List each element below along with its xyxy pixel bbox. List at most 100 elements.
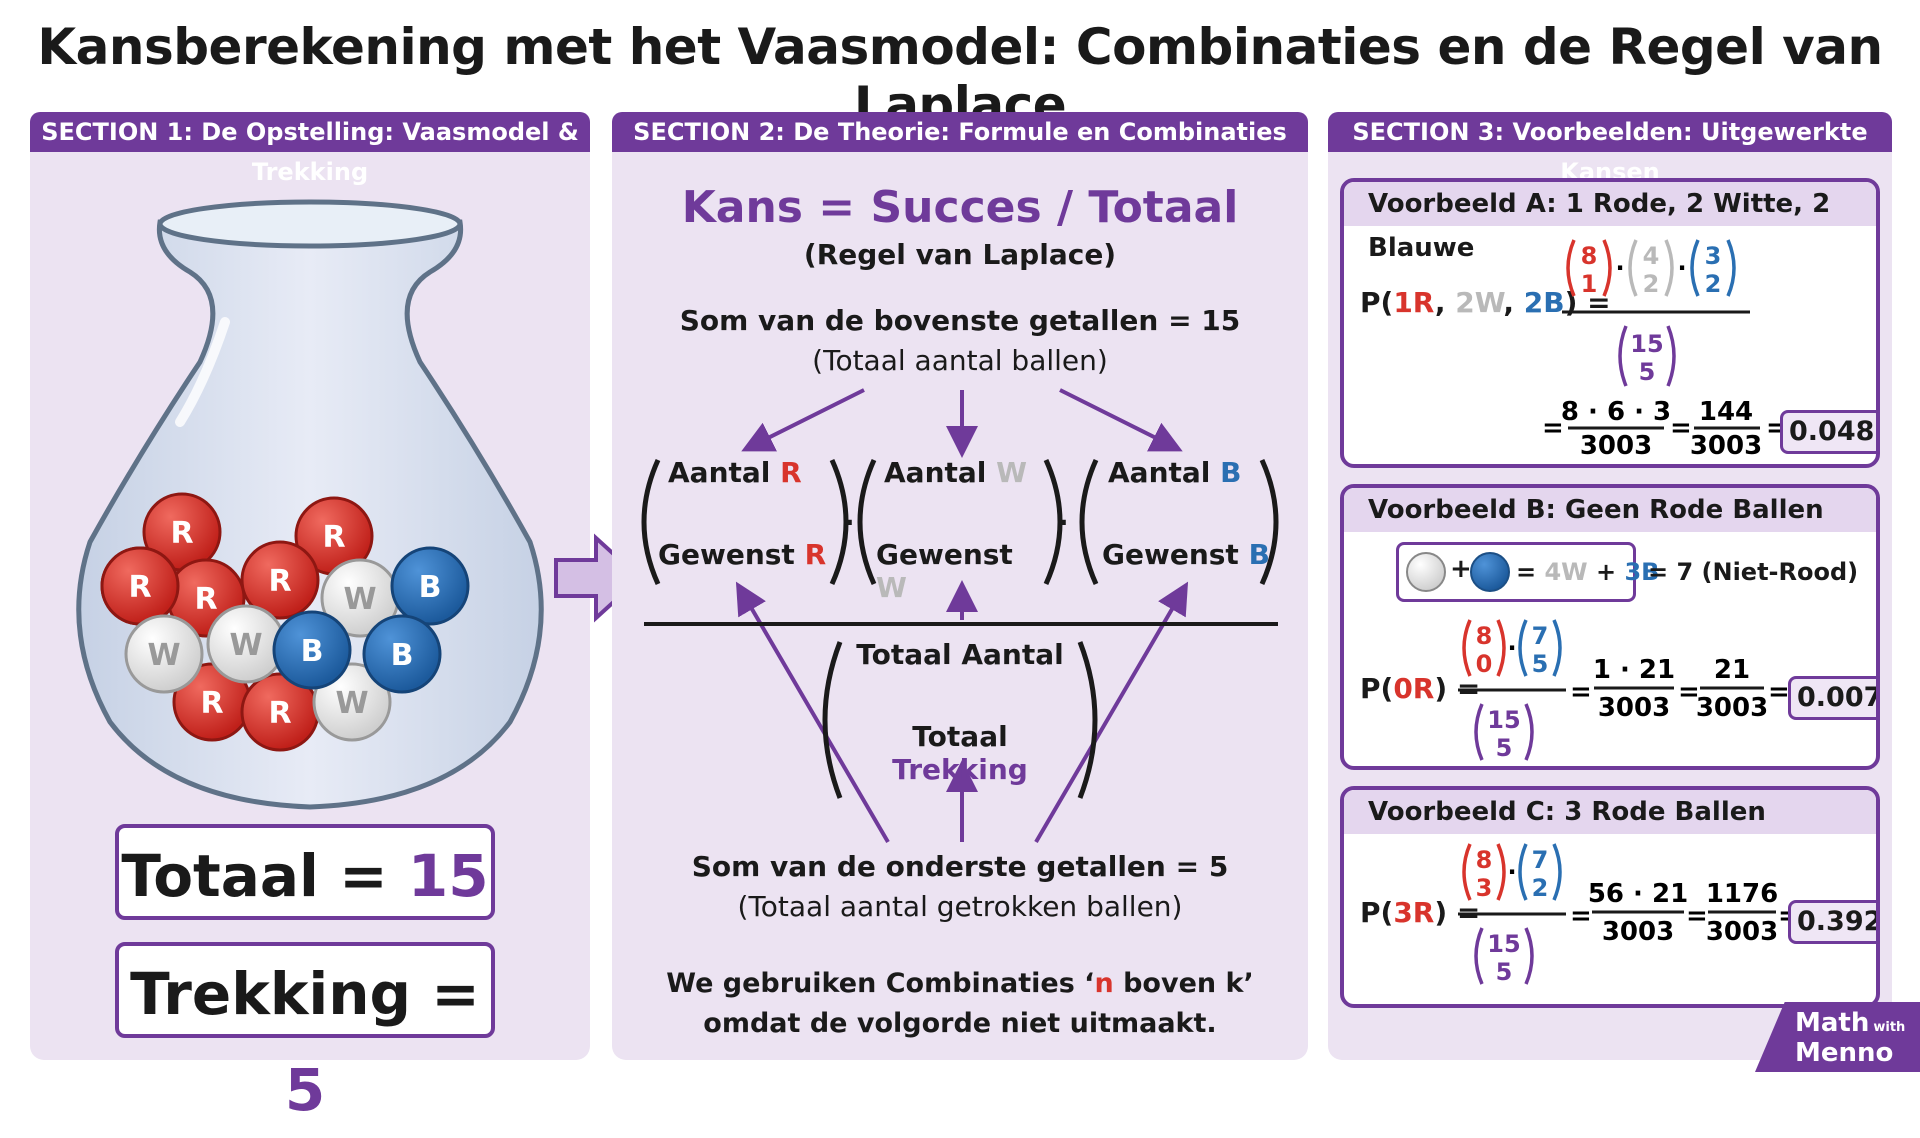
a-b1-top: 8 [1581,242,1598,270]
a-step1-num: 8 · 6 · 3 [1561,397,1671,427]
blue-ball: B [362,614,442,694]
letter-b: B [1220,456,1242,489]
a-dot1: · [1615,254,1624,282]
note-part-a: We gebruiken Combinaties ‘ [666,968,1095,999]
lhs-blue: 2B [1523,286,1565,319]
ball-letter: B [391,638,414,673]
eq-sign: = [1670,413,1692,443]
vase-rim [157,199,463,249]
b-step1-num: 1 · 21 [1593,655,1675,685]
example-b-fraction: 8 0 · 7 5 15 5 = 1 · 21 3003 = 21 3003 = [1458,619,1790,762]
c-b2-top: 7 [1532,846,1549,874]
ball-letter: B [419,570,442,605]
ball-letter: R [268,564,291,599]
gewenst-label: Gewenst [876,538,1013,571]
example-c-fraction: 8 3 · 7 2 15 5 = 56 · 21 3003 = 1176 300… [1458,843,1800,986]
example-a-title: Voorbeeld A: 1 Rode, 2 Witte, 2 Blauwe [1344,182,1876,263]
trekking-label: Trekking = [130,960,480,1028]
c-step2-den: 3003 [1706,917,1778,947]
ball-circle [390,546,470,626]
c-den-top: 15 [1487,930,1520,958]
combinaties-note-line2: omdat de volgorde niet uitmaakt. [703,1008,1217,1039]
ball-letter: R [322,520,345,555]
aantal-label: Aantal [668,456,771,489]
balls-group: RRRRRRRRWWWWBBB [100,492,470,752]
totaal-box: Totaal = 15 [115,824,495,920]
dot-2: · [1058,506,1069,539]
logo-with: with [1873,1020,1906,1035]
example-c-card: Voorbeeld C: 3 Rode Ballen P(3R) = 8 3 ·… [1340,786,1880,1008]
comma: , [1503,286,1524,319]
letter-w: W [996,456,1028,489]
binom-r-bottom: Gewenst R [658,538,828,571]
totaal-value: 15 [407,842,489,910]
theory-arrows [641,388,1279,844]
niet-rood-expression: = 4W + 3B [1516,558,1659,586]
vase-illustration: RRRRRRRRWWWWBBB [76,199,544,810]
niet-rood-total: = 7 (Niet-Rood) [1648,558,1859,586]
combinaties-note-line1: We gebruiken Combinaties ‘n boven k’ [612,968,1308,999]
top-sum-sub: (Totaal aantal ballen) [812,344,1108,377]
a-b2-top: 4 [1643,242,1660,270]
red-ball: R [100,546,180,626]
a-den-top: 15 [1630,330,1663,358]
top-sum-label: Som van de bovenste getallen = 15 [679,304,1241,337]
section1-panel: SECTION 1: De Opstelling: Vaasmodel & Tr… [30,112,590,1124]
ball-circle [240,540,320,620]
c-step1-den: 3003 [1602,917,1674,947]
c-den-bot: 5 [1496,958,1513,986]
section2-panel: SECTION 2: De Theorie: Formule en Combin… [612,112,1308,1060]
section3-panel: SECTION 3: Voorbeelden: Uitgewerkte Kans… [1328,112,1892,1060]
ball-letter: W [343,582,376,617]
example-b-result: 0.007 [1788,676,1876,720]
section3-header: SECTION 3: Voorbeelden: Uitgewerkte Kans… [1328,112,1892,186]
lhs-white: 2W [1455,286,1504,319]
b-b1-top: 8 [1476,622,1493,650]
ball-circle [272,610,352,690]
totaal-label: Totaal = [121,842,408,910]
lhs-red: 1R [1393,286,1435,319]
dot-1: · [844,506,855,539]
a-step2-num: 144 [1699,397,1753,427]
example-a-steps: = 8 · 6 · 3 3003 = 144 3003 = [1542,397,1788,460]
example-a-card: Voorbeeld A: 1 Rode, 2 Witte, 2 Blauwe P… [1340,178,1880,468]
gewenst-label: Gewenst [1102,538,1239,571]
binom-w-top: Aantal W [884,456,1044,489]
ball-letter: W [147,638,180,673]
blue-ball-icon [1470,552,1510,592]
b-den-bot: 5 [1496,734,1513,762]
example-b-lhs: P(0R) = [1360,672,1480,705]
letter-b: B [1248,538,1270,571]
bottom-sum-sub: (Totaal aantal getrokken ballen) [737,890,1183,923]
c-step2-num: 1176 [1706,879,1778,909]
ball-circle [362,614,442,694]
b-step2-den: 3003 [1696,693,1768,723]
totaal-word: Totaal [912,720,1008,753]
eq-sign: = [1570,677,1592,707]
a-den-bot: 5 [1639,358,1656,386]
logo-math: Math [1795,1008,1870,1038]
example-c-result: 0.392 [1788,900,1876,944]
a-step2-den: 3003 [1690,431,1762,460]
aantal-label: Aantal [1108,456,1211,489]
aantal-label: Aantal [884,456,987,489]
p-open: P( [1360,286,1394,319]
b-part: 3B [1624,558,1660,586]
lhs-red: 3R [1393,896,1435,929]
eq-sign: = [1686,901,1708,931]
p-open: P( [1360,896,1394,929]
lhs-red: 0R [1393,672,1435,705]
page-title: Kansberekening met het Vaasmodel: Combin… [37,18,1883,134]
totaal-trekking-label: Totaal Trekking [844,720,1076,786]
a-step1-den: 3003 [1580,431,1652,460]
binom-w-bottom: Gewenst W [876,538,1046,604]
white-ball: W [320,558,400,638]
b-step2-num: 21 [1714,655,1750,685]
white-ball: W [124,614,204,694]
w-part: 4W [1544,558,1588,586]
niet-rood-box [1396,542,1636,602]
c-b1-top: 8 [1476,846,1493,874]
ball-letter: R [200,686,223,721]
white-ball: W [206,604,286,684]
eq-sign: = [1570,901,1592,931]
